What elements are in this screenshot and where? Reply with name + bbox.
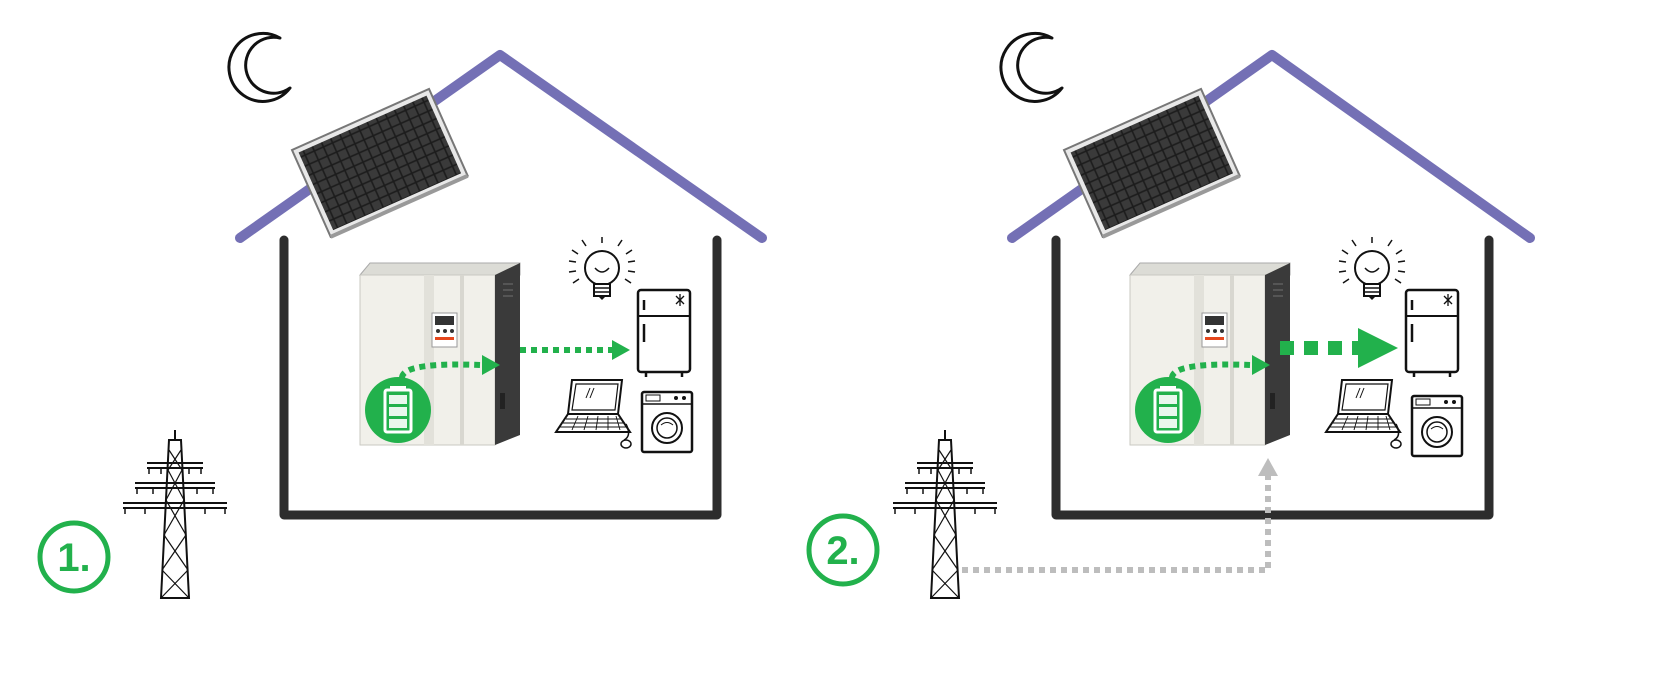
step-badge-2	[806, 513, 880, 587]
battery-flow-arrow	[1252, 355, 1270, 375]
grid-flow-arrow	[1258, 458, 1278, 476]
output-flow-arrow	[612, 340, 630, 360]
battery-icon	[1133, 375, 1203, 445]
grid-flow-line	[962, 475, 1271, 573]
battery-flow-arrow	[482, 355, 500, 375]
washing-machine-icon	[1410, 394, 1464, 458]
step-label-2: 2.	[826, 529, 859, 573]
output-flow-arrow	[1358, 328, 1398, 368]
step-badge-1	[37, 520, 111, 594]
fridge-icon	[636, 288, 692, 379]
laptop-icon	[1325, 379, 1402, 449]
power-pylon-icon	[892, 429, 998, 599]
moon-icon	[227, 31, 292, 103]
panel-1: 1.	[37, 31, 767, 599]
moon-icon	[999, 31, 1064, 103]
fridge-icon	[1404, 288, 1460, 379]
laptop-icon	[555, 379, 632, 449]
panel-2: 2.	[806, 31, 1535, 599]
battery-flow-line	[1169, 361, 1251, 379]
power-pylon-icon	[122, 429, 228, 599]
solar-panel-icon	[1062, 86, 1242, 239]
step-label-1: 1.	[57, 536, 90, 580]
house-walls	[1051, 235, 1494, 520]
solar-panel-icon	[290, 86, 470, 239]
battery-icon	[363, 375, 433, 445]
light-bulb-icon	[1338, 236, 1406, 301]
light-bulb-icon	[568, 236, 636, 301]
washing-machine-icon	[640, 390, 694, 454]
battery-flow-line	[399, 361, 481, 379]
house-walls	[279, 235, 722, 520]
